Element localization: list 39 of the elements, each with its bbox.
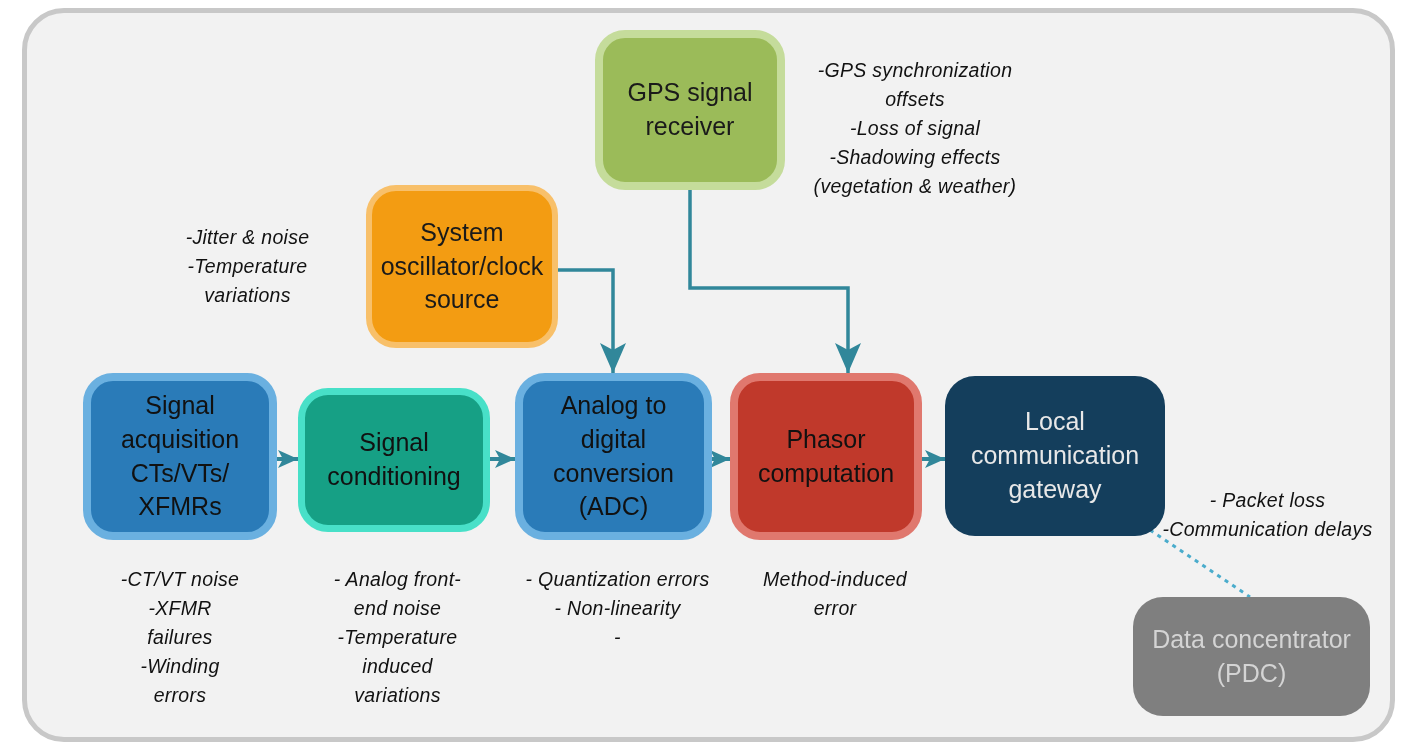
annotation-text: -GPS synchronization offsets bbox=[816, 58, 1014, 112]
process-box bbox=[83, 373, 277, 540]
arrow bbox=[922, 450, 945, 468]
node-label: Signal conditioning bbox=[326, 427, 462, 492]
annotation-text: -Winding errors bbox=[139, 654, 221, 708]
annotation-text: -CT/VT noise bbox=[120, 567, 240, 592]
node-label: GPS signal receiver bbox=[626, 77, 754, 142]
annotation-text: - Non-linearity bbox=[553, 596, 682, 621]
arrow bbox=[710, 450, 730, 468]
node-label: Local communication gateway bbox=[969, 406, 1141, 505]
node-label: Analog to digital conversion (ADC) bbox=[552, 390, 675, 523]
arrow bbox=[558, 268, 626, 373]
process-box bbox=[515, 373, 712, 540]
annotation-text: - Analog front-end noise bbox=[332, 567, 463, 621]
annotation-text: -Temperature variations bbox=[186, 254, 309, 308]
arrow bbox=[277, 450, 298, 468]
annotation-text: -Temperature induced variations bbox=[336, 625, 459, 708]
annotation-text: -Shadowing effects (vegetation & weather) bbox=[812, 145, 1018, 199]
arrow bbox=[688, 190, 861, 373]
annotation-text: -Communication delays bbox=[1161, 517, 1374, 542]
node-label: Data concentrator (PDC) bbox=[1151, 623, 1352, 689]
dashed-connector bbox=[1149, 528, 1251, 599]
process-box bbox=[595, 30, 785, 190]
annotation-text: -Jitter & noise bbox=[184, 225, 311, 250]
arrow bbox=[490, 450, 515, 468]
node-label: System oscillator/clock source bbox=[379, 216, 545, 316]
node-label: Signal acquisition CTs/VTs/ XFMRs bbox=[119, 390, 241, 523]
process-box bbox=[298, 388, 490, 532]
node-label: Phasor computation bbox=[756, 423, 896, 489]
process-box bbox=[366, 185, 558, 348]
annotation-text: - bbox=[613, 625, 622, 650]
annotation-text: -XFMR failures bbox=[146, 596, 214, 650]
process-box bbox=[1133, 597, 1370, 716]
annotation-text: - Packet loss bbox=[1208, 488, 1327, 513]
process-box bbox=[945, 376, 1165, 536]
annotation-text: -Loss of signal bbox=[848, 116, 982, 141]
process-box bbox=[730, 373, 922, 540]
annotation-text: - Quantization errors bbox=[524, 567, 711, 592]
annotation-text: Method-induced error bbox=[761, 567, 908, 621]
